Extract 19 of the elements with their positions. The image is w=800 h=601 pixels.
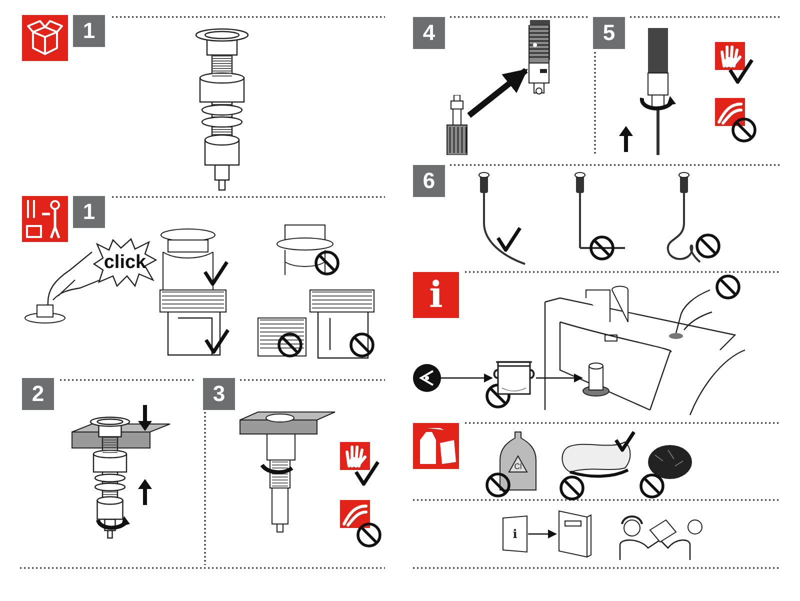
step-number: 2 [22,378,54,410]
step-number: 3 [203,378,235,410]
arrow [467,68,528,118]
arrow [536,373,583,383]
arrow [441,373,493,383]
step-number: 1 [73,196,105,228]
click-burst: click [92,238,158,288]
step-number: 4 [413,17,445,49]
step-number: 6 [413,165,445,197]
info-leaflet: i [502,515,528,553]
connector-drawing [445,95,469,155]
manual-icon [556,509,592,559]
step-number: 1 [73,15,105,47]
step-number: 5 [593,17,625,49]
arrow [528,529,557,539]
hose-end-drawing [526,25,552,95]
hazard-triangle: Cl [508,455,528,473]
eye-icon [413,364,441,392]
info-sign: i [413,272,459,318]
